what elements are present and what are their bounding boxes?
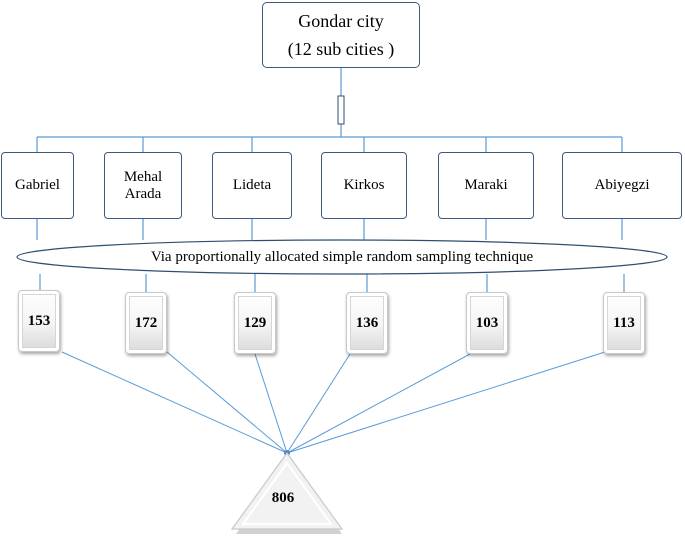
root-node-gondar-city: Gondar city (12 sub cities )	[262, 2, 420, 68]
count-tile-abiyegzi: 113	[603, 292, 645, 354]
converge-113	[286, 351, 606, 454]
total-triangle-inner	[241, 461, 333, 525]
converge-103	[286, 353, 471, 454]
count-tile-gabriel: 153	[18, 290, 60, 352]
sub-city-kirkos: Kirkos	[321, 152, 407, 219]
sub-city-label: Gabriel	[15, 177, 60, 193]
sub-city-label: Kirkos	[343, 177, 385, 193]
converge-172	[166, 351, 288, 454]
converge-153	[61, 351, 288, 454]
count-tile-maraki: 103	[466, 292, 508, 354]
count-tile-kirkos: 136	[346, 292, 388, 354]
converge-136	[286, 353, 351, 454]
sub-city-mehal-arada: Mehal Arada	[104, 152, 182, 219]
sampling-method-label: Via proportionally allocated simple rand…	[150, 248, 534, 265]
total-sample-size: 806	[271, 490, 295, 506]
sampling-ellipse	[16, 239, 668, 275]
count-tile-mehal-arada: 172	[125, 292, 167, 354]
sub-city-label: Lideta	[232, 177, 272, 193]
sub-city-label: Abiyegzi	[594, 177, 650, 193]
trunk-marker	[337, 95, 345, 125]
sub-city-label: Mehal Arada	[123, 168, 163, 202]
sub-city-label: Maraki	[464, 177, 508, 193]
root-subtitle: (12 sub cities )	[287, 39, 395, 59]
root-title: Gondar city	[298, 11, 384, 31]
count-value: 136	[355, 314, 379, 331]
sub-city-maraki: Maraki	[438, 152, 534, 219]
converge-129	[254, 353, 288, 454]
count-value: 129	[243, 314, 267, 331]
total-triangle	[230, 451, 344, 530]
count-value: 113	[613, 314, 635, 331]
count-value: 172	[134, 314, 158, 331]
sub-city-lideta: Lideta	[212, 152, 292, 219]
count-value: 103	[475, 314, 499, 331]
count-value: 153	[27, 312, 51, 329]
count-tile-lideta: 129	[234, 292, 276, 354]
sub-city-gabriel: Gabriel	[1, 152, 74, 219]
sub-city-abiyegzi: Abiyegzi	[562, 152, 682, 219]
